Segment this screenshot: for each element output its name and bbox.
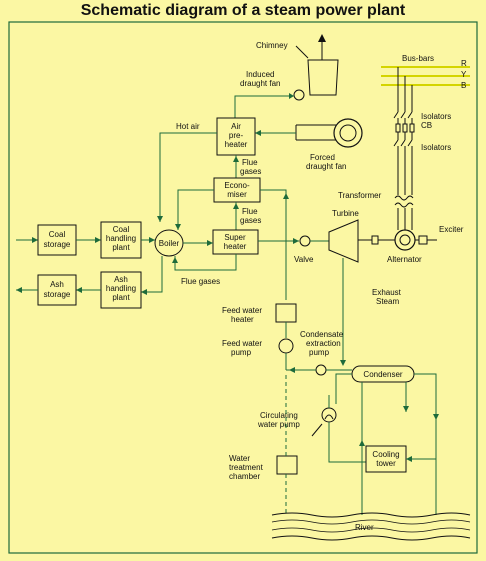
water-treatment-label-1: Water <box>229 454 250 463</box>
forced-fan-label-1: Forced <box>310 153 335 162</box>
phase-b-label: B <box>461 81 466 90</box>
exciter-label: Exciter <box>439 225 464 234</box>
coal-storage-label-1: Coal <box>49 230 66 239</box>
ash-storage-label-2: storage <box>44 290 71 299</box>
turbine-label: Turbine <box>332 209 359 218</box>
feed-water-pump-icon <box>278 338 294 354</box>
hot-air-label: Hot air <box>176 122 200 131</box>
exciter-coupling <box>418 235 428 245</box>
chimney-icon <box>307 34 339 96</box>
air-preheater-label-3: heater <box>225 140 248 149</box>
outer-frame <box>8 21 478 554</box>
cooling-tower-label-1: Cooling <box>372 450 399 459</box>
coal-handling-label-1: Coal <box>113 225 130 234</box>
phase-r-label: R <box>461 59 467 68</box>
exhaust-steam-label-1: Exhaust <box>372 288 402 297</box>
valve-label: Valve <box>294 255 314 264</box>
condensate-pump-label-1: Condensate <box>300 330 344 339</box>
air-preheater-label-2: pre- <box>229 131 244 140</box>
circulating-pump-label-1: Circulating <box>260 411 298 420</box>
bus-bars <box>381 66 470 86</box>
diagram-title: Schematic diagram of a steam power plant <box>80 2 406 19</box>
turbine-coupling <box>371 235 379 245</box>
induced-fan-label-1: Induced <box>246 70 274 79</box>
isolators-cb-label-2: CB <box>421 121 432 130</box>
alternator-label: Alternator <box>387 255 422 264</box>
flue-gases-2-label-2: gases <box>240 216 261 225</box>
super-heater-label-1: Super <box>224 233 246 242</box>
condensate-pump-label-3: pump <box>309 348 330 357</box>
turbine-icon <box>328 219 359 263</box>
coal-handling-label-2: handling <box>106 234 136 243</box>
condenser-label: Condenser <box>363 370 402 379</box>
economiser-label-1: Econo- <box>224 181 250 190</box>
coal-storage-box <box>37 224 77 256</box>
river-label: River <box>355 523 374 532</box>
transformer-label: Transformer <box>338 191 382 200</box>
isolators-cb-label-1: Isolators <box>421 112 451 121</box>
ash-handling-label-1: Ash <box>114 275 128 284</box>
condensate-pump-icon <box>315 364 327 376</box>
water-treatment-label-3: chamber <box>229 472 260 481</box>
feed-water-heater-label-2: heater <box>231 315 254 324</box>
cooling-tower-box <box>365 445 407 473</box>
flue-gases-1-label-1: Flue <box>242 158 258 167</box>
isolator-lines <box>393 67 415 195</box>
induced-fan-label-2: draught fan <box>240 79 280 88</box>
super-heater-label-2: heater <box>224 242 247 251</box>
cooling-tower-label-2: tower <box>376 459 396 468</box>
transformer-icon <box>394 195 414 230</box>
feed-water-pump-label-1: Feed water <box>222 339 262 348</box>
circulating-pump-label-2: water pump <box>257 420 300 429</box>
air-preheater-label-1: Air <box>231 122 241 131</box>
chimney-label: Chimney <box>256 41 288 50</box>
boiler-label: Boiler <box>159 239 180 248</box>
coal-handling-label-3: plant <box>112 243 130 252</box>
ash-handling-label-2: handling <box>106 284 136 293</box>
ash-handling-label-3: plant <box>112 293 130 302</box>
condensate-pump-label-2: extraction <box>306 339 341 348</box>
exhaust-steam-label-2: Steam <box>376 297 399 306</box>
bus-bars-label: Bus-bars <box>402 54 434 63</box>
forced-fan-icon <box>295 118 363 148</box>
economiser-label-2: miser <box>227 190 247 199</box>
ash-storage-label-1: Ash <box>50 280 64 289</box>
forced-fan-label-2: draught fan <box>306 162 346 171</box>
feed-water-heater-label-1: Feed water <box>222 306 262 315</box>
flue-gases-3-label: Flue gases <box>181 277 220 286</box>
isolators-label: Isolators <box>421 143 451 152</box>
feed-water-pump-label-2: pump <box>231 348 252 357</box>
river-icon <box>271 512 471 541</box>
alternator-icon <box>394 229 416 251</box>
induced-fan-icon <box>293 89 305 101</box>
coal-storage-label-2: storage <box>44 240 71 249</box>
flue-gases-1-label-2: gases <box>240 167 261 176</box>
water-treatment-label-2: treatment <box>229 463 264 472</box>
phase-y-label: Y <box>461 70 467 79</box>
flue-gases-2-label-1: Flue <box>242 207 258 216</box>
water-treatment-box <box>276 455 298 475</box>
feed-water-heater-box <box>275 303 297 323</box>
valve-icon <box>299 235 311 247</box>
